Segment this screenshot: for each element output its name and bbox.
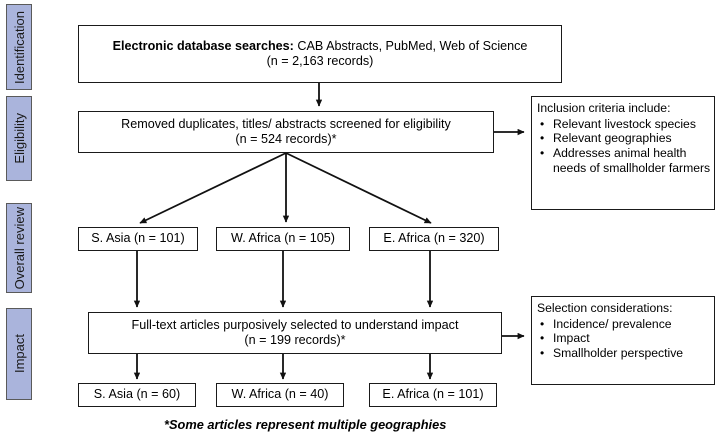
box-region-review-s-asia-label: S. Asia (n = 101) [91, 231, 185, 246]
box-region-review-e-africa-label: E. Africa (n = 320) [383, 231, 485, 246]
note-selection-item: Smallholder perspective [540, 346, 711, 361]
note-inclusion-criteria: Inclusion criteria include: Relevant liv… [531, 96, 715, 210]
arrow-screening-to-eafrica [285, 152, 432, 224]
phase-label-identification: Identification [6, 4, 32, 90]
box-fulltext-line1: Full-text articles purposively selected … [131, 317, 459, 332]
box-region-impact-w-africa: W. Africa (n = 40) [216, 383, 344, 407]
box-fulltext: Full-text articles purposively selected … [88, 312, 502, 354]
box-region-impact-s-asia-label: S. Asia (n = 60) [93, 387, 181, 402]
arrow-screening-to-sasia [139, 152, 287, 224]
note-inclusion-list: Relevant livestock species Relevant geog… [537, 117, 711, 176]
phase-label-impact-text: Impact [11, 334, 27, 374]
phase-label-overall-review: Overall review [6, 203, 32, 293]
box-screening-line1: Removed duplicates, titles/ abstracts sc… [121, 116, 451, 131]
note-selection-heading: Selection considerations: [537, 301, 673, 315]
note-selection-item: Incidence/ prevalence [540, 317, 711, 332]
note-inclusion-item: Addresses animal health needs of smallho… [540, 146, 711, 175]
box-identification-line1: Electronic database searches: CAB Abstra… [83, 39, 557, 54]
note-selection-list: Incidence/ prevalence Impact Smallholder… [537, 317, 711, 361]
box-region-review-s-asia: S. Asia (n = 101) [78, 227, 198, 251]
box-fulltext-count: (n = 199 records)* [244, 333, 346, 347]
box-region-review-w-africa-label: W. Africa (n = 105) [231, 231, 335, 246]
box-identification-rest: CAB Abstracts, PubMed, Web of Science [293, 38, 528, 53]
box-region-impact-w-africa-label: W. Africa (n = 40) [231, 387, 329, 402]
box-identification: Electronic database searches: CAB Abstra… [78, 25, 562, 83]
note-selection-considerations: Selection considerations: Incidence/ pre… [531, 296, 715, 385]
diagram-footnote: *Some articles represent multiple geogra… [164, 417, 447, 432]
box-region-impact-e-africa: E. Africa (n = 101) [369, 383, 497, 407]
box-region-impact-s-asia: S. Asia (n = 60) [78, 383, 196, 407]
box-screening-count: (n = 524 records)* [235, 132, 337, 146]
phase-label-eligibility-text: Eligibility [11, 113, 27, 164]
phase-label-overall-review-text: Overall review [11, 206, 27, 290]
box-identification-strong: Electronic database searches: [112, 38, 294, 53]
note-selection-item: Impact [540, 331, 711, 346]
note-inclusion-heading: Inclusion criteria include: [537, 101, 671, 115]
box-region-review-e-africa: E. Africa (n = 320) [369, 227, 499, 251]
box-identification-count: (n = 2,163 records) [266, 54, 374, 68]
phase-label-eligibility: Eligibility [6, 96, 32, 181]
phase-label-identification-text: Identification [11, 10, 27, 84]
box-region-review-w-africa: W. Africa (n = 105) [216, 227, 350, 251]
box-region-impact-e-africa-label: E. Africa (n = 101) [382, 387, 484, 402]
note-inclusion-item: Relevant geographies [540, 131, 711, 146]
box-screening: Removed duplicates, titles/ abstracts sc… [78, 111, 494, 153]
note-inclusion-item: Relevant livestock species [540, 117, 711, 132]
phase-label-impact: Impact [6, 308, 32, 400]
